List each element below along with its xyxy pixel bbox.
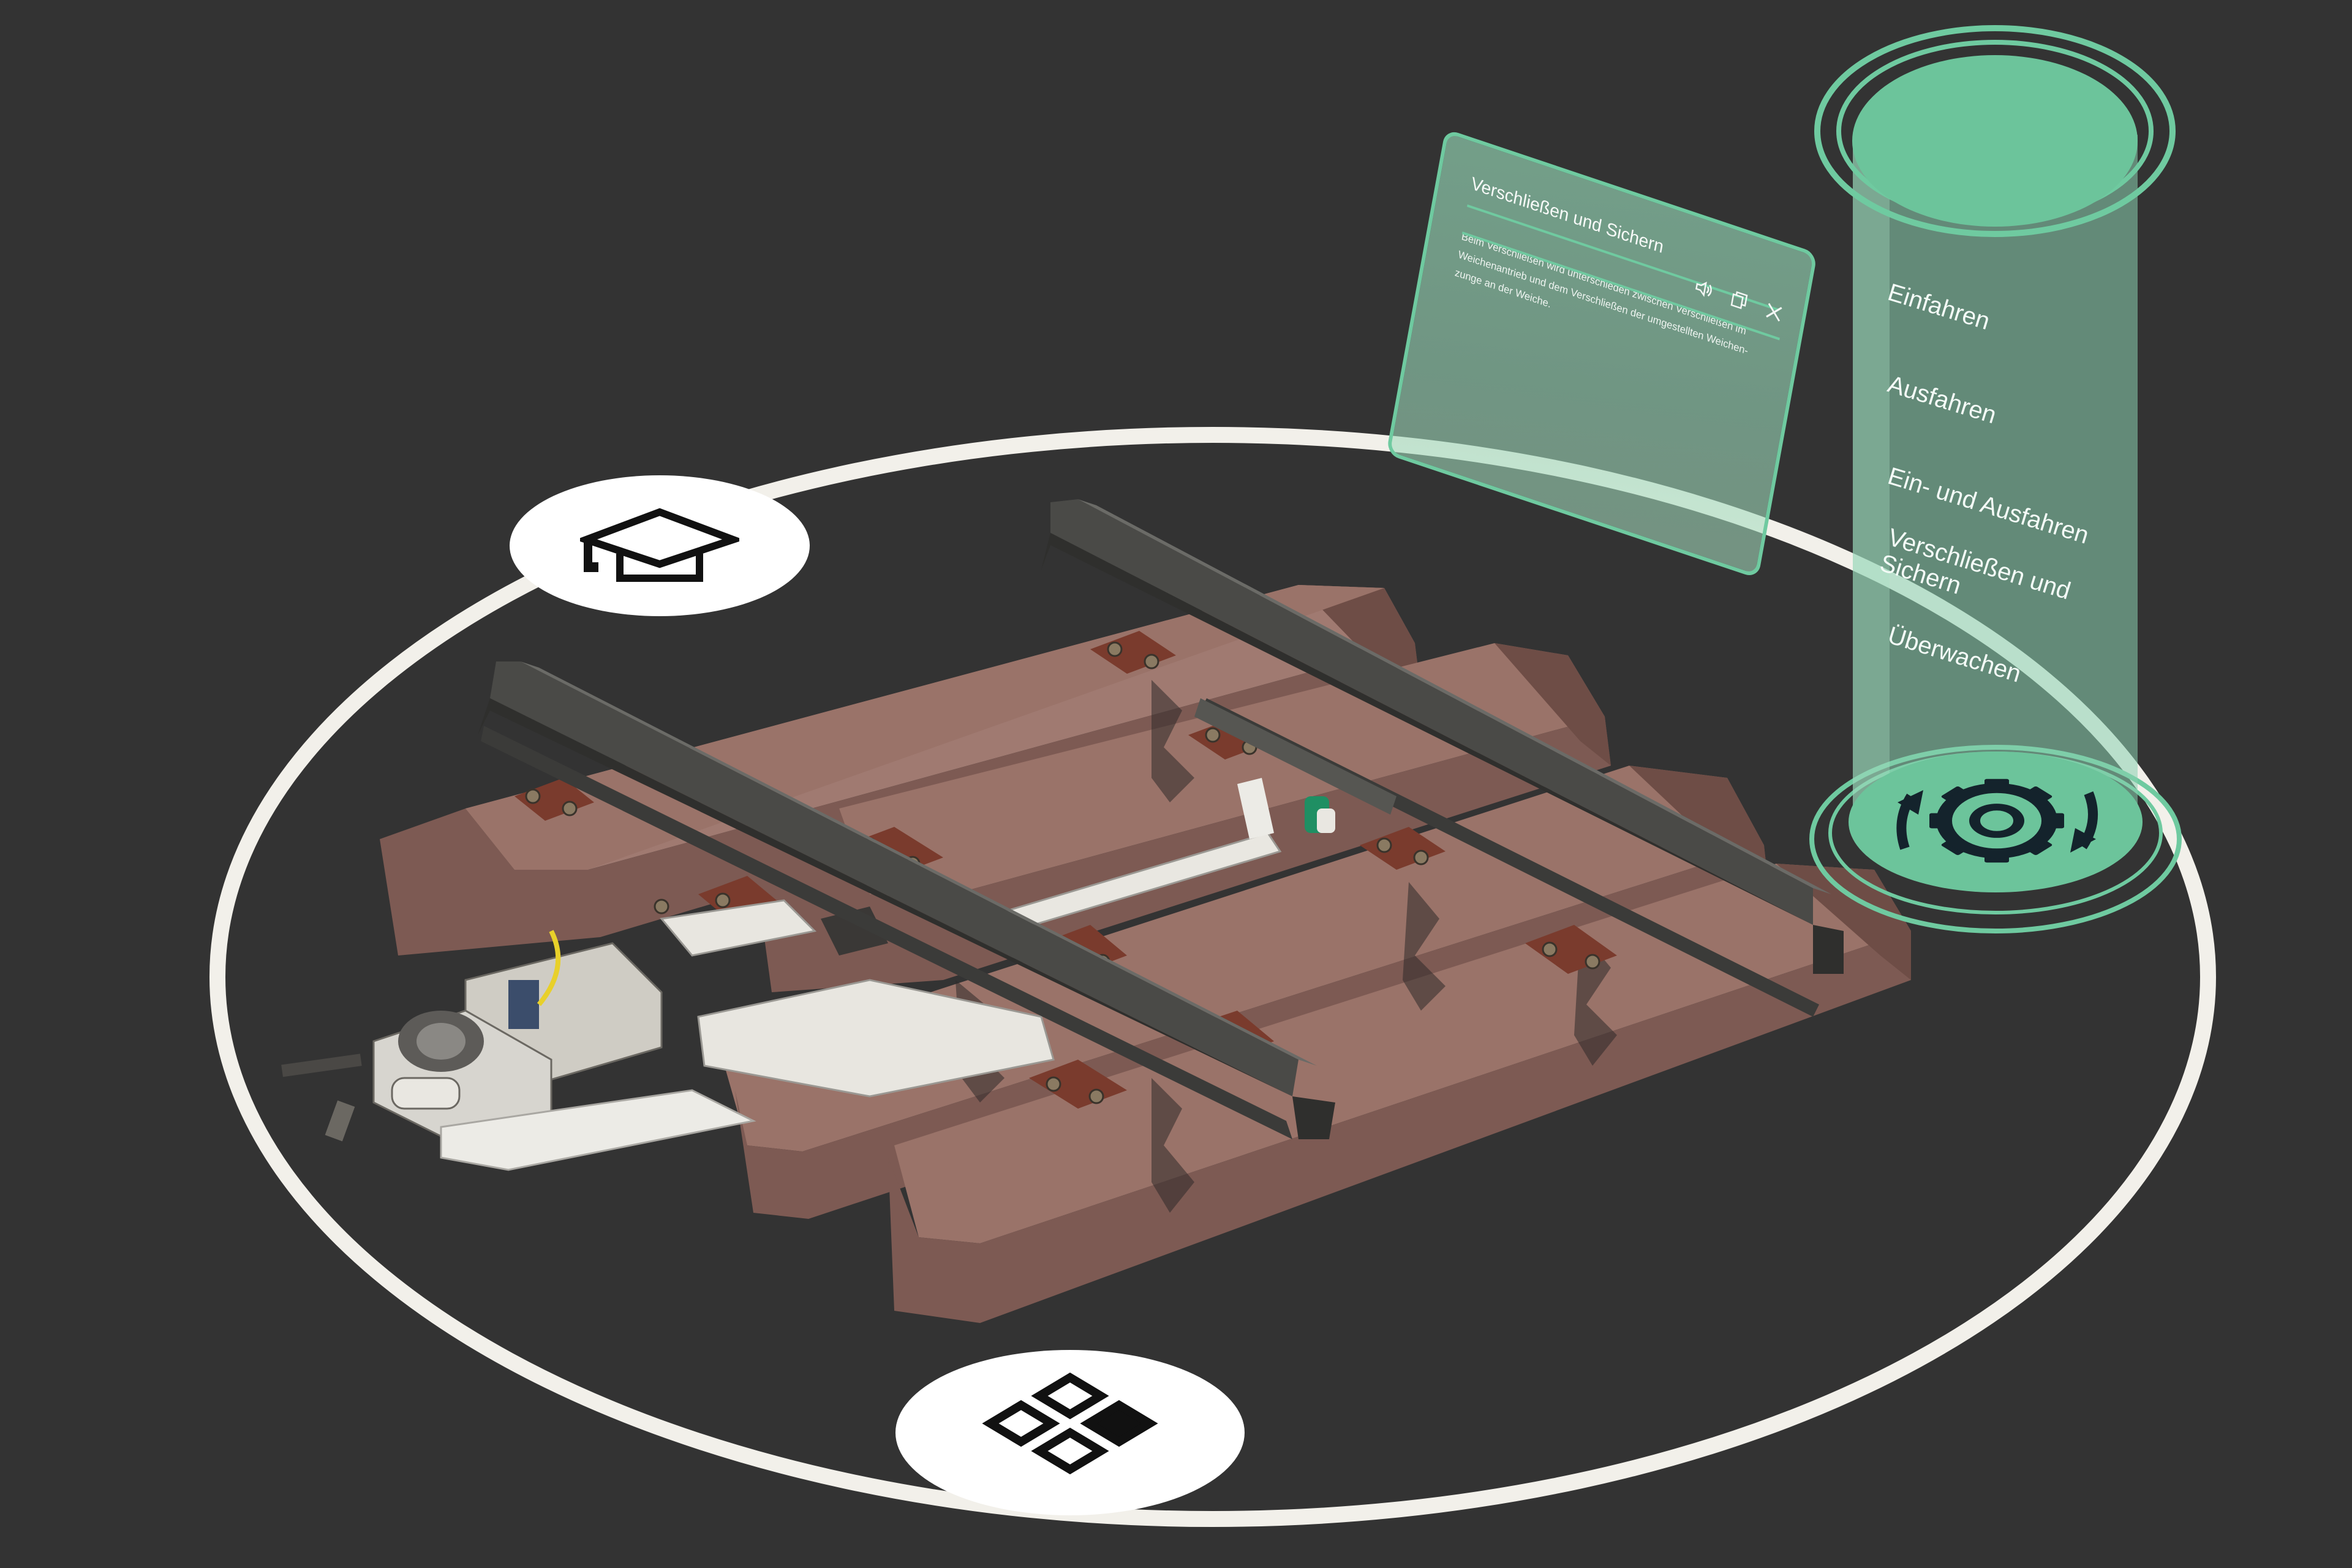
info-panel-controls bbox=[1692, 276, 1785, 326]
info-panel-body: Beim Verschließen wird unterschieden zwi… bbox=[1453, 230, 1749, 357]
gear-rotate-button[interactable] bbox=[1862, 747, 2132, 894]
gear-rotate-icon bbox=[1896, 778, 2098, 863]
speaker-icon[interactable] bbox=[1692, 276, 1716, 303]
apps-button[interactable] bbox=[895, 1350, 1245, 1515]
app-grid-icon bbox=[982, 1372, 1158, 1475]
close-icon[interactable] bbox=[1762, 299, 1785, 326]
hologram-column bbox=[1809, 25, 2182, 933]
point-machine bbox=[281, 899, 1055, 1171]
graduation-cap-icon bbox=[580, 508, 739, 582]
rail-left bbox=[478, 662, 1335, 1139]
rail-right bbox=[1041, 499, 1844, 1017]
navigation-ring bbox=[209, 427, 2216, 1527]
learn-button[interactable] bbox=[510, 475, 810, 616]
copy-icon[interactable] bbox=[1727, 287, 1751, 314]
info-panel: Verschließen und Sichern Beim Verschließ… bbox=[1385, 129, 1818, 579]
